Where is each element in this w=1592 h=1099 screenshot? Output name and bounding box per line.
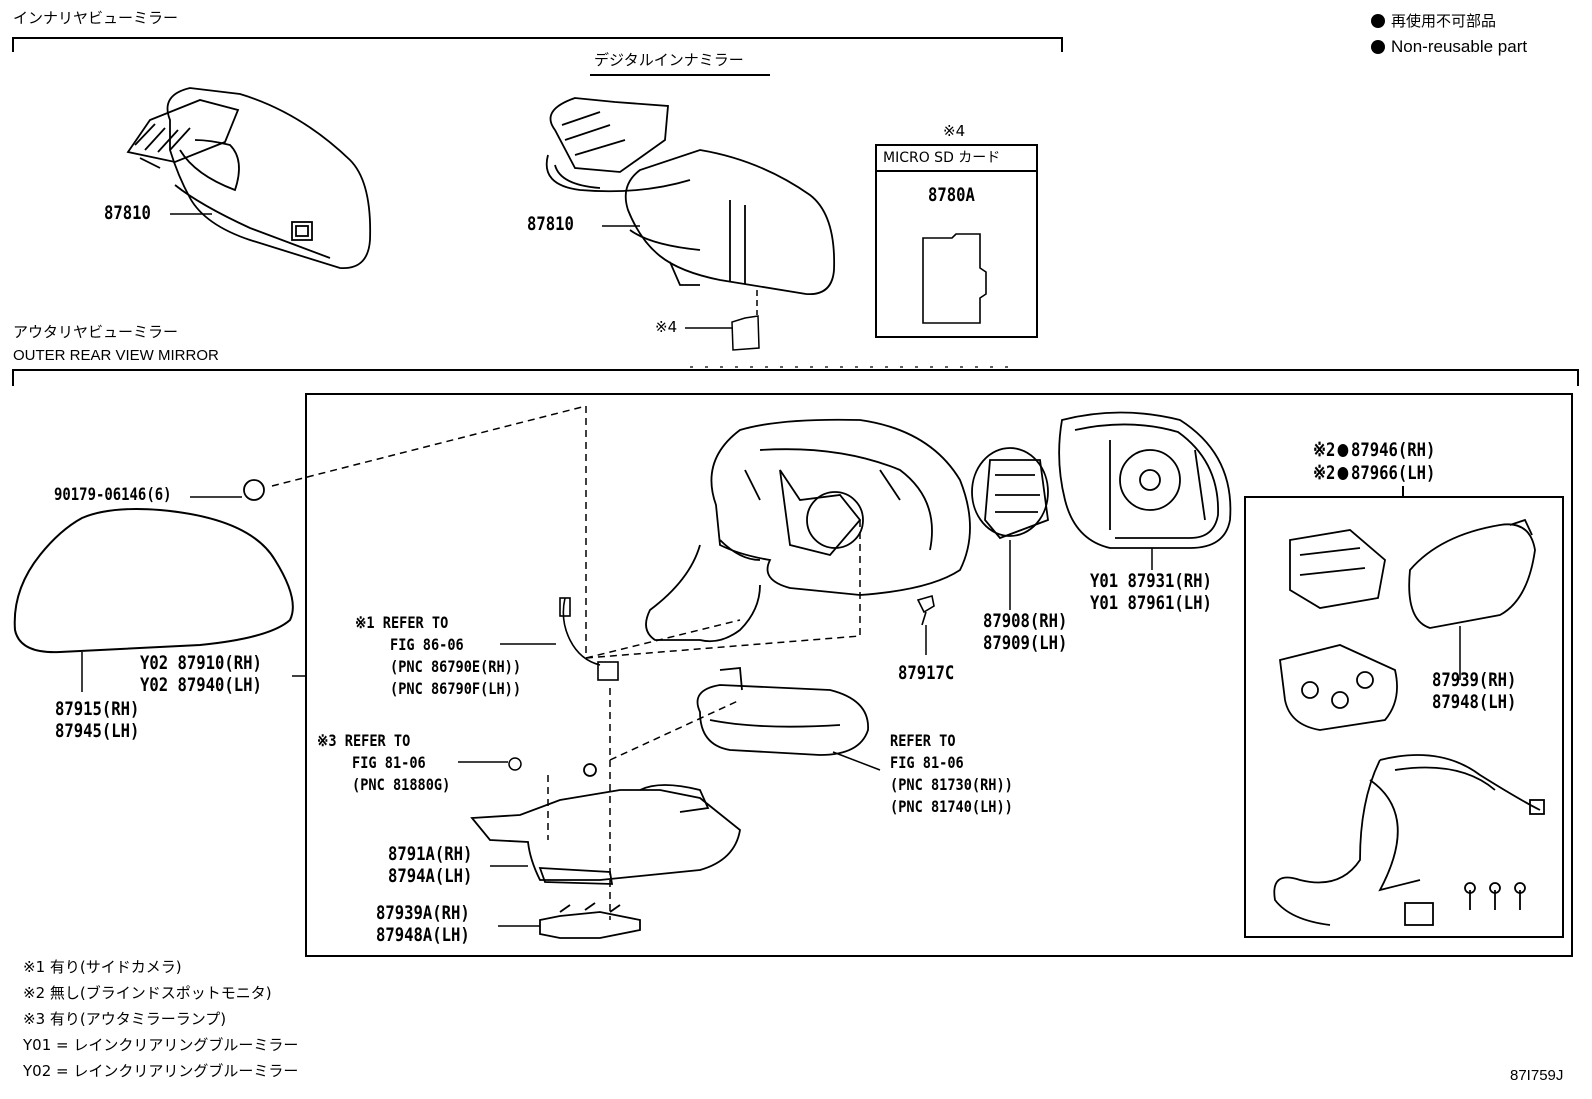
legend-nonreusable-en: Non-reusable part [1371,38,1527,55]
refer3-line1: ※3 REFER TO [317,731,411,750]
mirror-housing-drawing [645,418,971,643]
part-87810-digital[interactable]: 87810 [527,213,574,235]
nonreusable-bullet-icon [1337,467,1349,480]
sd-note: ※4 [655,318,678,336]
referR-line3: (PNC 81730(RH)) [890,775,1013,794]
lamp-base-drawing [539,902,641,939]
nonreusable-bullet-icon [1337,444,1349,457]
footnote-5: Y02 = レインクリアリングブルーミラー [23,1062,299,1080]
side-camera-drawing [559,597,619,681]
footnote-3: ※3 有り(アウタミラーランプ) [23,1010,227,1028]
part-cover2-rh[interactable]: 87939(RH) [1432,669,1517,691]
inner-mirror-drawing [126,87,372,269]
turn-signal-drawing [696,667,869,756]
microsd-note: ※4 [943,122,966,140]
inner-section-title: インナリヤビューミラー [13,9,179,27]
refer3-line3: (PNC 81880G) [352,775,451,794]
sd-card-small [731,315,760,351]
mirror-cover-drawing [13,508,294,654]
refer1-line2[interactable]: FIG 86-06 [390,635,464,654]
microsd-box-label: MICRO SD カード [883,150,1001,166]
nonreusable-bullet-icon [1371,40,1385,54]
refer1-line4: (PNC 86790F(LH)) [390,679,522,698]
side-lamp-drawing [470,763,741,885]
digital-section-title: デジタルインナミラー [594,51,744,69]
actuator-drawing [971,447,1049,540]
outer-mirror-frame [305,393,1573,957]
refer1-line1: ※1 REFER TO [355,613,449,632]
digital-mirror-drawing [545,97,836,295]
part-glass-rh[interactable]: Y01 87931(RH) [1090,570,1212,592]
microsd-card-icon [922,233,987,324]
clip-icon [243,479,265,501]
refer1-line3: (PNC 86790E(RH)) [390,657,522,676]
mirror-glass-drawing [1058,411,1232,549]
part-actuator-lh[interactable]: 87909(LH) [983,632,1068,654]
part-assy-rh[interactable]: 87915(RH) [55,698,140,720]
part-screw[interactable]: 87917C [898,662,955,684]
part-glass-lh[interactable]: Y01 87961(LH) [1090,592,1212,614]
nonreusable-bullet-icon [1371,14,1385,28]
part-cover2-lh[interactable]: 87948(LH) [1432,691,1517,713]
part-lamp-lh[interactable]: 8794A(LH) [388,865,473,887]
screw-drawing [916,594,935,626]
part-87810-inner[interactable]: 87810 [104,202,151,224]
footnote-4: Y01 = レインクリアリングブルーミラー [23,1036,299,1054]
part-actuator-rh[interactable]: 87908(RH) [983,610,1068,632]
part-base-rh[interactable]: 87939A(RH) [376,902,470,924]
outer-section-title-jp: アウタリヤビューミラー [13,323,179,341]
footnote-2: ※2 無し(ブラインドスポットモニタ) [23,984,272,1002]
footnote-1: ※1 有り(サイドカメラ) [23,958,182,976]
part-cover-lh[interactable]: Y02 87940(LH) [140,674,262,696]
referR-line2[interactable]: FIG 81-06 [890,753,964,772]
repair-kit-parts-drawing [1273,518,1545,926]
refer3-line2[interactable]: FIG 81-06 [352,753,426,772]
microsd-box [875,144,1038,338]
bulb-icon [508,757,522,771]
part-assy-lh[interactable]: 87945(LH) [55,720,140,742]
part-clip[interactable]: 90179-06146(6) [54,485,172,505]
legend-nonreusable-jp: 再使用不可部品 [1371,14,1496,29]
part-lamp-rh[interactable]: 8791A(RH) [388,843,473,865]
outer-section-title-en: OUTER REAR VIEW MIRROR [13,347,219,364]
referR-line4: (PNC 81740(LH)) [890,797,1013,816]
part-8780a[interactable]: 8780A [928,184,975,206]
figure-id: 87I759J [1510,1067,1564,1084]
part-cover-rh[interactable]: Y02 87910(RH) [140,652,262,674]
part-base-lh[interactable]: 87948A(LH) [376,924,470,946]
referR-line1: REFER TO [890,731,956,750]
inner-section-bracket [12,37,1063,52]
outer-section-bracket [12,369,1579,386]
